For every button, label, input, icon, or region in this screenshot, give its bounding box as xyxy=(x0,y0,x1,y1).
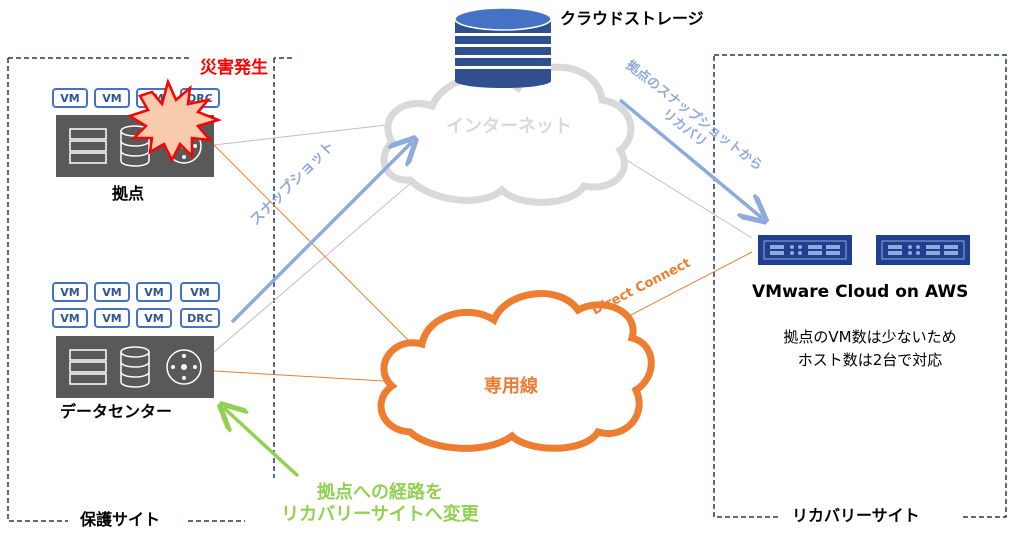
recovery-note: 拠点のVM数は少ないため ホスト数は2台で対応 xyxy=(740,326,1000,371)
connection-lines xyxy=(213,123,753,382)
branch-server xyxy=(56,115,214,177)
branch-label: 拠点 xyxy=(112,184,145,203)
vmc-host-1 xyxy=(758,235,852,265)
reroute-label-line1: 拠点への経路を xyxy=(317,482,443,503)
datacenter-vm-1: VM xyxy=(52,282,88,302)
datacenter-server xyxy=(56,336,214,398)
branch-drc: DRC xyxy=(180,88,220,108)
recovery-arrow xyxy=(618,98,762,218)
datacenter-vm-5: VM xyxy=(52,308,88,328)
datacenter-vm-4: VM xyxy=(180,282,220,302)
recovery-site-title: リカバリーサイト xyxy=(792,506,920,525)
datacenter-vm-6: VM xyxy=(94,308,130,328)
protected-site-frame xyxy=(7,57,292,522)
disaster-label: 災害発生 xyxy=(200,58,268,78)
reroute-label: 拠点への経路を リカバリーサイトへ変更 xyxy=(250,482,510,525)
internet-label: インターネット xyxy=(446,116,572,137)
branch-vm-2: VM xyxy=(94,88,130,108)
vmc-label: VMware Cloud on AWS xyxy=(752,282,969,302)
datacenter-vm-7: VM xyxy=(136,308,172,328)
cloud-storage-label: クラウドストレージ xyxy=(560,9,704,28)
branch-vm-3: VM xyxy=(136,88,172,108)
recovery-site-frame xyxy=(713,54,1007,518)
reroute-arrow xyxy=(224,408,300,478)
snapshot-arrow xyxy=(230,142,412,324)
datacenter-drc: DRC xyxy=(180,308,220,328)
datacenter-label: データセンター xyxy=(60,402,173,421)
recovery-note-line2: ホスト数は2台で対応 xyxy=(797,350,943,369)
dedicated-line-cloud xyxy=(377,290,655,452)
recovery-note-line1: 拠点のVM数は少ないため xyxy=(783,328,957,346)
datacenter-vm-3: VM xyxy=(136,282,172,302)
protected-site-title: 保護サイト xyxy=(80,510,161,529)
branch-vm-1: VM xyxy=(52,88,88,108)
dedicated-line-label: 専用線 xyxy=(484,376,538,397)
vmc-host-2 xyxy=(876,235,970,265)
datacenter-vm-2: VM xyxy=(94,282,130,302)
reroute-label-line2: リカバリーサイトへ変更 xyxy=(281,503,479,525)
internet-cloud xyxy=(380,63,635,206)
cloud-storage-icon xyxy=(454,7,552,88)
